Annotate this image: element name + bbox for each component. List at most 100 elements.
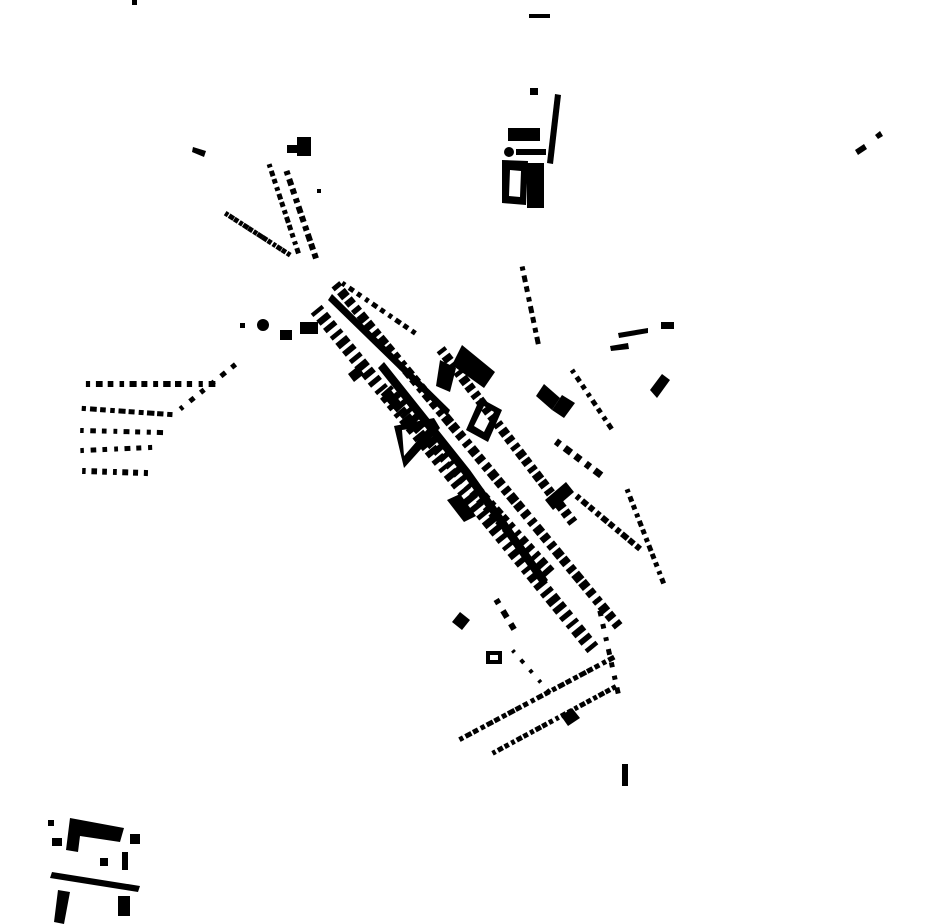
- building: [316, 311, 332, 326]
- building: [593, 662, 601, 670]
- building: [562, 445, 574, 456]
- building: [536, 384, 560, 410]
- building: [453, 368, 465, 378]
- building: [447, 421, 461, 434]
- building: [601, 659, 608, 666]
- building: [604, 687, 612, 695]
- building: [552, 600, 568, 615]
- building: [580, 383, 587, 391]
- building: [558, 555, 571, 568]
- building: [514, 448, 528, 461]
- building: [101, 428, 107, 434]
- building: [436, 346, 448, 356]
- building: [506, 491, 520, 506]
- building: [611, 619, 623, 630]
- building: [399, 413, 415, 428]
- building: [410, 328, 417, 336]
- building: [578, 578, 591, 592]
- building: [456, 470, 472, 485]
- building: [485, 719, 495, 728]
- building: [496, 745, 505, 753]
- building: [347, 285, 356, 294]
- building: [80, 427, 84, 434]
- building: [219, 370, 228, 379]
- building: [636, 519, 644, 528]
- building: [606, 422, 614, 431]
- building: [90, 447, 97, 453]
- building: [528, 728, 535, 736]
- building: [580, 498, 590, 508]
- building: [405, 421, 421, 435]
- building: [564, 677, 573, 686]
- building: [528, 668, 534, 675]
- building: [167, 411, 173, 418]
- building-rows: [80, 163, 667, 756]
- building: [574, 375, 582, 383]
- building: [627, 537, 636, 547]
- building: [298, 215, 307, 223]
- building: [271, 241, 278, 248]
- building: [300, 322, 318, 334]
- building: [405, 412, 421, 428]
- building: [537, 678, 543, 684]
- building: [634, 543, 643, 552]
- building: [112, 468, 117, 476]
- building: [527, 163, 544, 208]
- building: [603, 636, 609, 642]
- building: [374, 383, 388, 396]
- building: [466, 398, 502, 442]
- building: [100, 858, 108, 866]
- building: [515, 735, 524, 743]
- building: [82, 467, 86, 475]
- building: [571, 570, 585, 584]
- building: [452, 345, 495, 388]
- building: [553, 438, 562, 448]
- building: [513, 500, 526, 513]
- building: [526, 464, 538, 475]
- building: [380, 385, 394, 398]
- building: [85, 381, 91, 387]
- building: [560, 508, 572, 519]
- building: [506, 708, 516, 716]
- building: [529, 14, 550, 18]
- building: [527, 550, 542, 564]
- building: [519, 658, 526, 665]
- building: [232, 216, 240, 224]
- building: [102, 468, 108, 475]
- building: [585, 666, 594, 674]
- building: [386, 398, 402, 412]
- building: [363, 296, 370, 304]
- building: [532, 327, 539, 334]
- building: [143, 469, 149, 477]
- building: [545, 688, 552, 695]
- building: [595, 407, 603, 415]
- building: [572, 674, 579, 682]
- building: [463, 478, 478, 492]
- building: [488, 506, 504, 522]
- building-footprints: [48, 0, 883, 924]
- building: [461, 438, 473, 449]
- building: [469, 484, 485, 500]
- building: [297, 137, 311, 156]
- building: [447, 360, 459, 371]
- building: [475, 396, 488, 409]
- building: [292, 240, 299, 246]
- building: [153, 381, 159, 387]
- building: [618, 328, 648, 338]
- building: [447, 494, 476, 522]
- building: [467, 445, 481, 458]
- building: [558, 609, 574, 623]
- building: [541, 721, 549, 729]
- building: [503, 742, 510, 749]
- building: [630, 504, 638, 511]
- building: [135, 429, 141, 435]
- building: [522, 731, 530, 739]
- building: [481, 461, 493, 473]
- building: [569, 368, 576, 375]
- building: [574, 493, 582, 501]
- building: [661, 322, 674, 329]
- building: [48, 820, 54, 826]
- building: [607, 654, 616, 663]
- building: [50, 872, 140, 892]
